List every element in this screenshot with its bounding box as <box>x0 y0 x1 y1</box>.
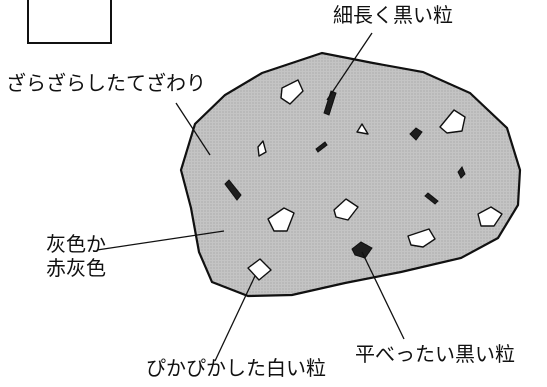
flat-black-grain <box>351 241 373 259</box>
white-grain <box>257 140 267 157</box>
white-grain <box>267 207 295 232</box>
white-grain <box>356 123 369 135</box>
leader-line-long <box>326 32 373 101</box>
label-shiny-white-grains: ぴかぴかした白い粒 <box>146 356 326 380</box>
long-black-grain <box>224 179 242 201</box>
label-color-line1: 灰色か <box>46 232 106 256</box>
long-black-grain <box>457 166 466 179</box>
leader-line-flat <box>361 251 405 340</box>
rock-body <box>179 51 522 298</box>
flat-black-grain <box>409 127 423 141</box>
corner-box <box>27 0 112 44</box>
leader-lines <box>96 32 405 362</box>
leader-line-shiny <box>214 275 256 362</box>
white-grain <box>477 206 503 227</box>
white-grains <box>247 79 503 281</box>
white-grain <box>333 198 359 221</box>
label-color: 灰色か 赤灰色 <box>46 232 106 281</box>
label-flat-black-grains: 平べったい黒い粒 <box>355 342 515 366</box>
leader-line-rough <box>175 102 211 156</box>
white-grain <box>247 258 272 281</box>
white-grain <box>280 79 304 105</box>
label-color-line2: 赤灰色 <box>46 256 106 281</box>
long-black-grain <box>315 141 328 153</box>
long-black-grain <box>424 192 439 205</box>
label-rough-texture: ざらざらしたてざわり <box>6 71 206 95</box>
white-grain <box>407 228 436 248</box>
label-long-black-grains: 細長く黒い粒 <box>333 3 453 27</box>
black-grains <box>224 90 466 259</box>
white-grain <box>439 109 466 134</box>
leader-line-color <box>96 230 225 251</box>
